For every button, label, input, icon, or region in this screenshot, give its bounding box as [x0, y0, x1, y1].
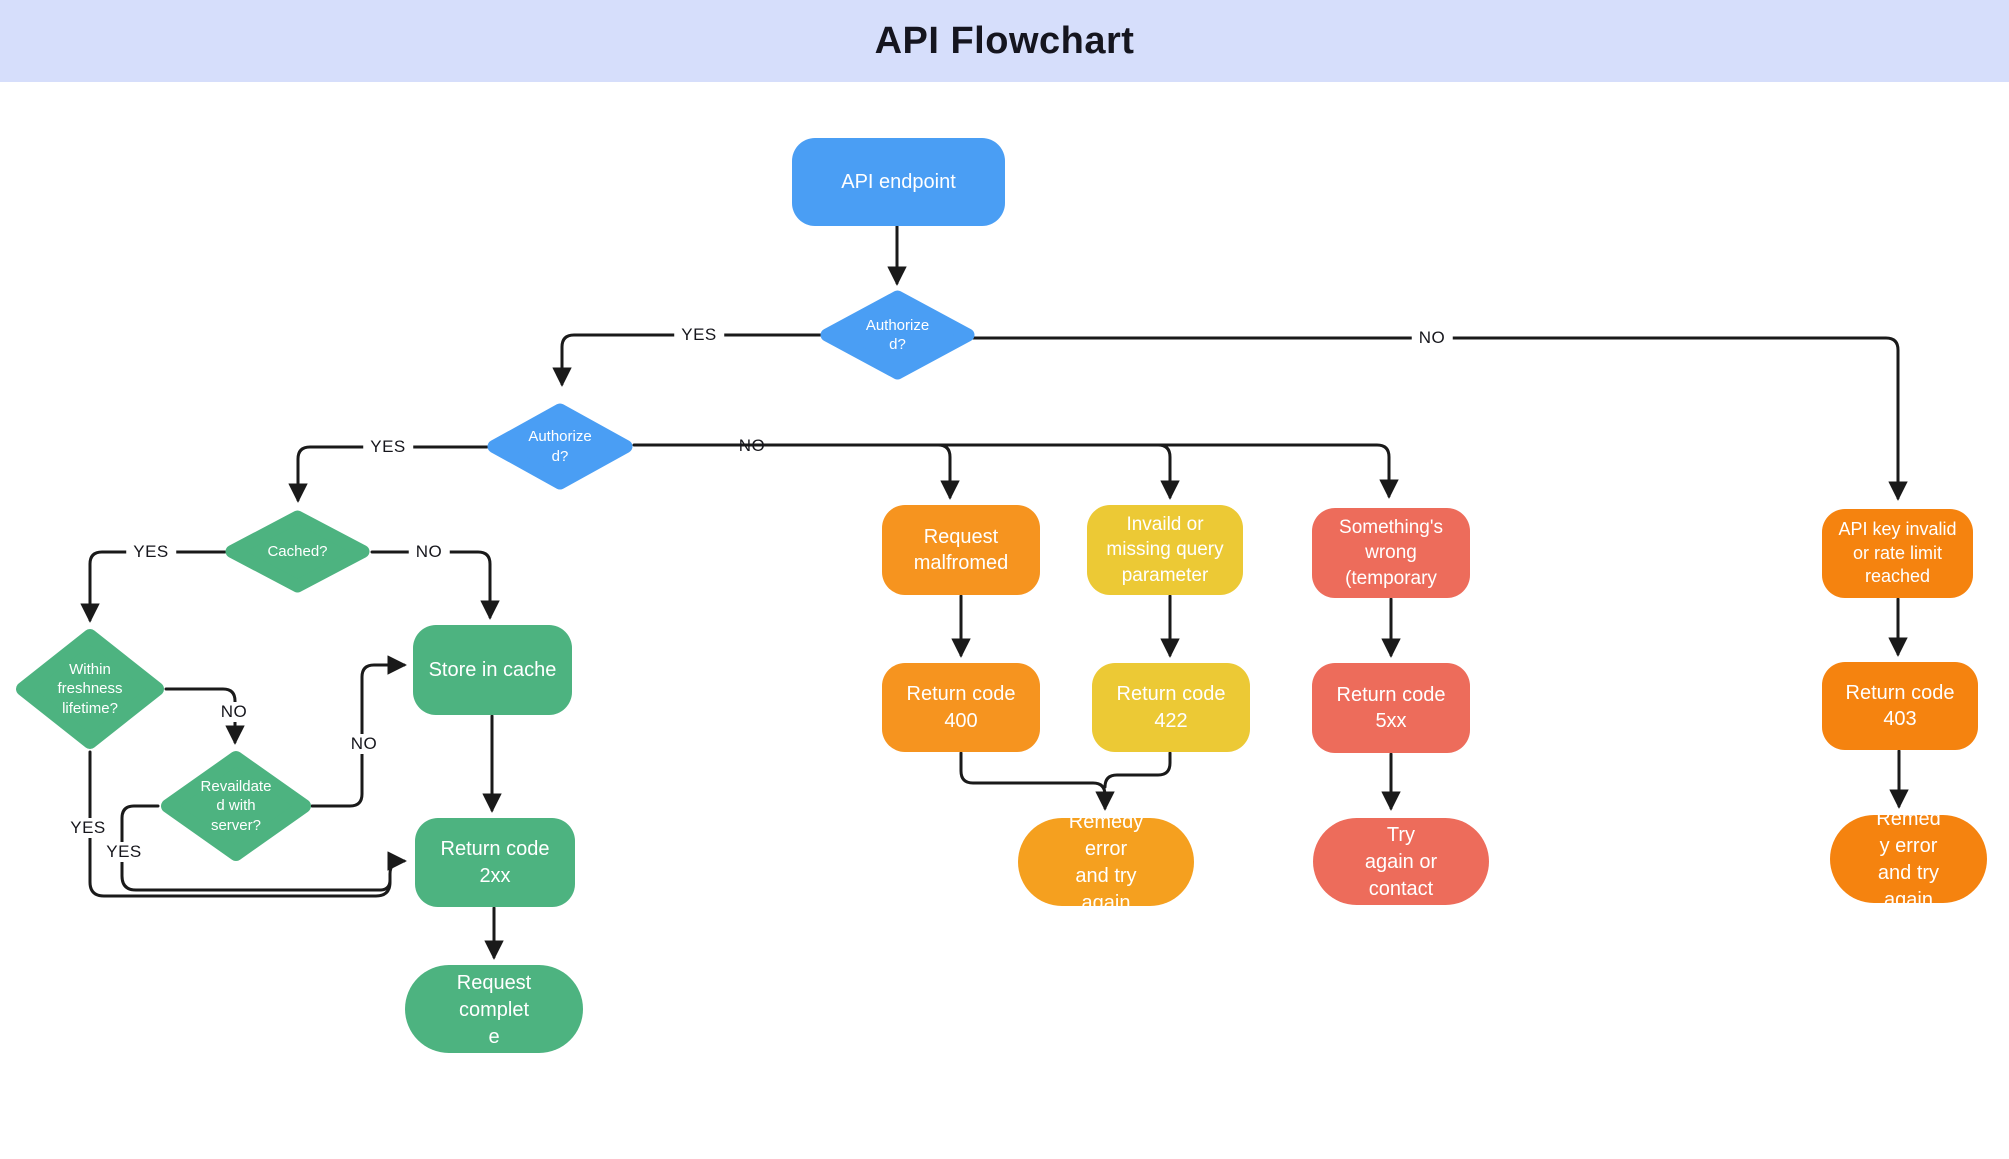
diamond-shape: [16, 629, 164, 749]
edge-label-freshness-yes[interactable]: YES: [63, 818, 113, 838]
node-return-2xx[interactable]: Return code 2xx: [415, 818, 575, 907]
node-return-400[interactable]: Return code 400: [882, 663, 1040, 752]
node-try-again[interactable]: Try again or contact: [1313, 818, 1489, 905]
node-request-complete[interactable]: Request complet e: [405, 965, 583, 1053]
edge-label-cached-yes[interactable]: YES: [126, 542, 176, 562]
diamond-shape: [161, 751, 311, 861]
edge-label-revalidated-yes[interactable]: YES: [99, 842, 149, 862]
node-api-endpoint[interactable]: API endpoint: [792, 138, 1005, 226]
edge-label-auth2-yes[interactable]: YES: [363, 437, 413, 457]
node-request-malformed[interactable]: Request malfromed: [882, 505, 1040, 595]
diamond-shape: [225, 510, 370, 593]
node-authorized-1[interactable]: Authorize d?: [820, 290, 975, 380]
edge-label-auth2-no[interactable]: NO: [738, 436, 766, 455]
edge-label-revalidated-no[interactable]: NO: [343, 734, 385, 754]
edge-label-auth1-no[interactable]: NO: [1411, 328, 1453, 348]
node-return-5xx[interactable]: Return code 5xx: [1312, 663, 1470, 753]
node-somethings-wrong[interactable]: Something's wrong (temporary: [1312, 508, 1470, 598]
title-bar: API Flowchart: [0, 0, 2009, 82]
node-revalidated[interactable]: Revaildate d with server?: [160, 750, 312, 862]
footer: b boardmix: [0, 1090, 2009, 1159]
node-return-403[interactable]: Return code 403: [1822, 662, 1978, 750]
node-api-key-invalid[interactable]: API key invalid or rate limit reached: [1822, 509, 1973, 598]
node-within-freshness[interactable]: Within freshness lifetime?: [15, 628, 165, 750]
edge-label-cached-no[interactable]: NO: [408, 542, 450, 562]
edge-label-auth1-yes[interactable]: YES: [674, 325, 724, 345]
node-invalid-query[interactable]: Invaild or missing query parameter: [1087, 505, 1243, 595]
diamond-shape: [487, 403, 633, 490]
node-authorized-2[interactable]: Authorize d?: [487, 403, 633, 490]
node-remedy-error-mid[interactable]: Remedy error and try again: [1018, 818, 1194, 906]
page-title: API Flowchart: [874, 19, 1135, 62]
edge-label-freshness-no[interactable]: NO: [213, 702, 255, 722]
node-return-422[interactable]: Return code 422: [1092, 663, 1250, 752]
diamond-shape: [820, 290, 975, 380]
node-remedy-error-right[interactable]: Remed y error and try again: [1830, 815, 1987, 903]
node-store-in-cache[interactable]: Store in cache: [413, 625, 572, 715]
node-cached[interactable]: Cached?: [225, 510, 370, 593]
